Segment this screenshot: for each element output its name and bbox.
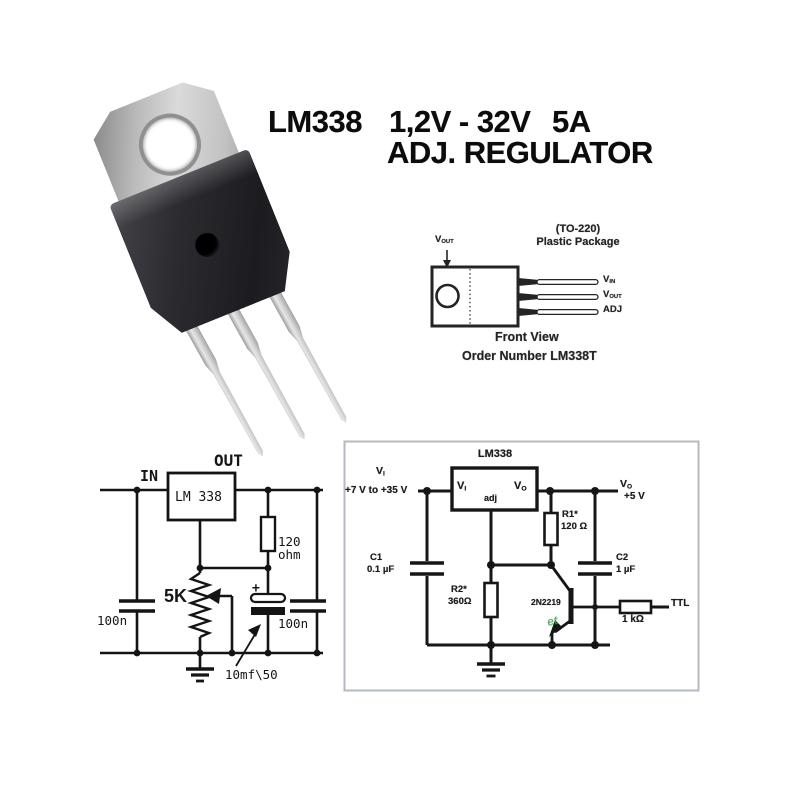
junction-dots xyxy=(423,487,599,649)
capacitor-symbol-out xyxy=(290,490,326,653)
r2-value: 360Ω xyxy=(448,596,472,607)
ic-title: LM338 xyxy=(477,448,513,460)
pot-value: 5K xyxy=(164,586,188,606)
pin-label-vin: VIN xyxy=(603,274,616,286)
current-title: 5A xyxy=(549,105,594,139)
ic-pin-adj: adj xyxy=(484,493,498,503)
resistor-symbol-rb xyxy=(618,599,669,615)
lead-pin-2 xyxy=(222,298,311,443)
input-voltage-label: VI xyxy=(376,465,385,478)
schematic-left-linework xyxy=(100,471,326,683)
potentiometer-symbol xyxy=(187,520,234,653)
rb-value: 1 kΩ xyxy=(622,614,644,625)
ic-label: LM 338 xyxy=(175,490,222,505)
output-value-label: +5 V xyxy=(624,491,645,502)
in-label: IN xyxy=(140,467,159,485)
transistor-symbol xyxy=(549,564,620,645)
annotation-arrow xyxy=(235,624,261,667)
el-cap-value: 10mf\50 xyxy=(225,667,278,682)
voltage-range-title: 1,2V - 32V xyxy=(386,105,534,139)
pin-shapes xyxy=(518,278,599,316)
c2-value: 1 µF xyxy=(616,564,636,575)
regulator-box xyxy=(450,466,539,512)
vout-arrowhead xyxy=(443,260,451,268)
el-cap-plus: + xyxy=(252,581,260,596)
cap-out-value: 100n xyxy=(278,616,309,631)
regulator-box xyxy=(166,471,237,522)
body-dimple xyxy=(192,229,223,260)
part-number-title: LM338 xyxy=(265,105,365,139)
regulator-title: ADJ. REGULATOR xyxy=(384,136,656,170)
pin-label-vout: VOUT xyxy=(603,289,622,301)
c1-name: C1 xyxy=(370,552,383,563)
tab-pin-label: VOUT xyxy=(435,234,454,246)
r1-name: R1* xyxy=(562,509,578,520)
capacitor-symbol-c1 xyxy=(410,491,444,645)
package-outline xyxy=(430,265,520,328)
schematic-left: IN OUT LM 338 120 ohm 5K 100n 100n + 10m… xyxy=(90,445,335,700)
schematic-right: LM338 VI VO adj VI +7 V to +35 V VO +5 V… xyxy=(343,440,700,692)
electrolytic-capacitor-symbol xyxy=(249,568,287,653)
out-label: OUT xyxy=(214,451,243,470)
cap-in-value: 100n xyxy=(97,613,128,628)
lead-pin-3 xyxy=(263,281,352,426)
package-name-label: Plastic Package xyxy=(536,236,620,248)
transistor-label: 2N2219 xyxy=(531,597,561,607)
schematic-right-linework xyxy=(343,440,700,692)
capacitor-symbol-c2 xyxy=(578,491,612,645)
output-voltage-label: VO xyxy=(620,478,633,491)
lead-pin-1 xyxy=(180,315,269,460)
ic-pin-vo: VO xyxy=(514,480,527,493)
ground-symbol xyxy=(186,653,214,683)
package-hole xyxy=(435,283,460,309)
to220-photo xyxy=(80,85,380,450)
pinout-diagram: (TO-220) Plastic Package VOUT VIN VOUT A… xyxy=(425,218,695,378)
input-range-label: +7 V to +35 V xyxy=(345,485,408,496)
ic-pin-vi: VI xyxy=(457,480,467,493)
front-view-label: Front View xyxy=(495,330,559,344)
capacitor-symbol-in xyxy=(119,490,155,653)
package-type-label: (TO-220) xyxy=(555,223,601,235)
r1-value: 120 Ω xyxy=(561,521,588,532)
resistor-symbol-120 xyxy=(259,490,277,568)
r2-name: R2* xyxy=(451,584,467,595)
c1-value: 0.1 µF xyxy=(367,564,395,575)
junction-dots xyxy=(133,486,321,657)
pin-label-adj: ADJ xyxy=(603,304,623,315)
pinout-linework xyxy=(430,250,599,328)
r120-unit: ohm xyxy=(278,547,301,562)
r120-value: 120 xyxy=(278,534,301,549)
resistor-symbol-r2 xyxy=(483,510,499,645)
green-watermark: et xyxy=(545,613,560,629)
c2-name: C2 xyxy=(616,552,629,563)
ttl-label: TTL xyxy=(671,598,690,609)
order-number-label: Order Number LM338T xyxy=(462,349,597,363)
